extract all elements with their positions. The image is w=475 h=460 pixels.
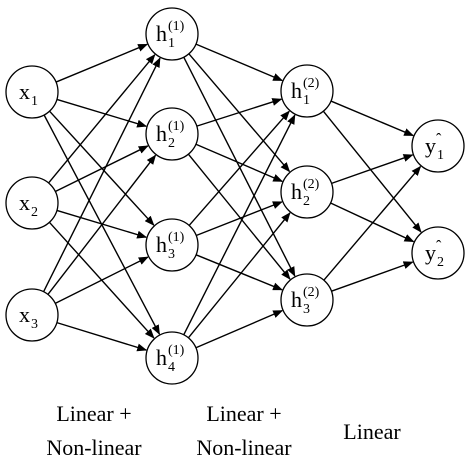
- node-symbol: h: [156, 345, 167, 370]
- edge-x3-to-h1_2: [47, 154, 157, 295]
- edge-h2_2-to-y2: [330, 202, 415, 243]
- hat-icon: ˆ: [436, 131, 442, 148]
- edge-x3-to-h1_3: [54, 256, 149, 304]
- node-superscript: (1): [168, 343, 185, 358]
- edge-h2_2-to-y1: [331, 154, 414, 185]
- node-symbol: h: [156, 232, 167, 257]
- node-subscript: 3: [303, 302, 310, 317]
- caption-layer1-line1: Linear +: [56, 401, 131, 426]
- node-symbol: y: [425, 240, 436, 265]
- hat-icon: ˆ: [436, 238, 442, 255]
- edge-x1-to-h1_2: [56, 98, 148, 128]
- node-superscript: (2): [303, 285, 320, 300]
- node-circle: [145, 107, 199, 161]
- node-subscript: 2: [437, 255, 444, 270]
- node-circle: [411, 119, 465, 173]
- node-subscript: 4: [168, 360, 175, 375]
- edge-h1_2-to-h2_1: [196, 98, 283, 127]
- node-symbol: y: [425, 133, 436, 158]
- node-symbol: x: [19, 79, 30, 104]
- node-subscript: 2: [31, 205, 38, 220]
- node-superscript: (1): [168, 119, 185, 134]
- edge-h1_4-to-h2_2: [187, 212, 291, 339]
- node-symbol: h: [291, 78, 302, 103]
- node-symbol: h: [291, 179, 302, 204]
- edge-h1_2-to-h2_3: [187, 153, 291, 280]
- caption-layer2-line1: Linear +: [206, 401, 281, 426]
- caption-layer1-line2: Non-linear: [46, 435, 142, 460]
- edge-h1_1-to-h2_1: [195, 43, 284, 82]
- node-subscript: 1: [437, 148, 444, 163]
- edge-h1_3-to-h2_2: [195, 201, 283, 237]
- node-symbol: x: [19, 190, 30, 215]
- node-subscript: 1: [168, 36, 175, 51]
- edge-h2_1-to-y1: [330, 100, 415, 137]
- node-circle: [280, 165, 334, 219]
- edge-x3-to-h1_4: [56, 321, 148, 352]
- edge-x2-to-h1_2: [55, 145, 149, 193]
- node-superscript: (1): [168, 230, 185, 245]
- node-circle: [411, 226, 465, 280]
- node-circle: [5, 288, 59, 342]
- node-superscript: (2): [303, 76, 320, 91]
- edge-h1_2-to-h2_2: [195, 143, 284, 182]
- connections: [42, 43, 422, 352]
- edge-h2_3-to-y1: [323, 165, 422, 281]
- node-circle: [5, 65, 59, 119]
- caption-layer3: Linear: [343, 419, 401, 444]
- edge-x1-to-h1_1: [55, 43, 148, 83]
- edge-h1_3-to-h2_1: [188, 110, 290, 226]
- edge-h1_3-to-h2_3: [195, 254, 283, 291]
- node-subscript: 2: [168, 136, 175, 151]
- node-circle: [145, 331, 199, 385]
- node-subscript: 3: [31, 317, 38, 332]
- edge-h1_1-to-h2_3: [183, 56, 296, 277]
- node-circle: [5, 176, 59, 230]
- edge-x3-to-h1_1: [42, 57, 161, 293]
- node-subscript: 1: [31, 94, 38, 109]
- edge-h1_4-to-h2_1: [183, 114, 296, 336]
- node-subscript: 3: [168, 247, 175, 262]
- edge-x2-to-h1_3: [56, 209, 148, 239]
- node-circle: [145, 218, 199, 272]
- node-circle: [280, 273, 334, 327]
- node-superscript: (2): [303, 177, 320, 192]
- caption-layer2-line2: Non-linear: [196, 435, 292, 460]
- edge-h2_3-to-y2: [331, 261, 414, 292]
- node-symbol: h: [156, 21, 167, 46]
- node-superscript: (1): [168, 19, 185, 34]
- node-circle: [145, 7, 199, 61]
- node-symbol: h: [156, 121, 167, 146]
- edge-h2_1-to-y2: [322, 110, 422, 233]
- node-symbol: h: [291, 287, 302, 312]
- node-subscript: 2: [303, 194, 310, 209]
- captions: Linear + Non-linear Linear + Non-linear …: [46, 401, 401, 460]
- edge-x2-to-h1_1: [48, 54, 156, 184]
- node-symbol: x: [19, 302, 30, 327]
- node-circle: [280, 64, 334, 118]
- node-subscript: 1: [303, 93, 310, 108]
- edge-h1_4-to-h2_3: [195, 310, 284, 349]
